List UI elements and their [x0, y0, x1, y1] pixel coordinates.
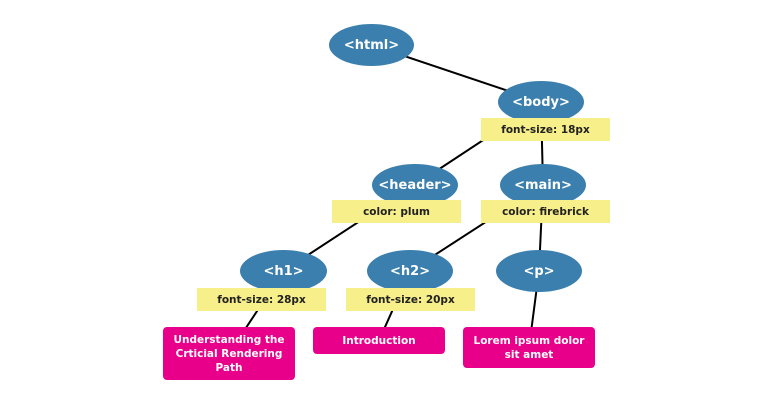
style-label-body: font-size: 18px — [481, 118, 610, 141]
node-h2: <h2> — [367, 250, 453, 292]
content-box-h1: Understanding the Crticial Rendering Pat… — [163, 327, 295, 380]
content-box-h2: Introduction — [313, 327, 445, 354]
style-label-h2: font-size: 20px — [346, 288, 475, 311]
style-label-header: color: plum — [332, 200, 461, 223]
node-body: <body> — [498, 81, 584, 123]
node-p: <p> — [496, 250, 582, 292]
node-h1: <h1> — [240, 250, 327, 292]
style-label-main: color: firebrick — [481, 200, 610, 223]
node-header: <header> — [372, 164, 458, 206]
node-main: <main> — [500, 164, 586, 206]
node-html: <html> — [329, 24, 414, 66]
content-box-p: Lorem ipsum dolor sit amet — [463, 327, 595, 368]
style-label-h1: font-size: 28px — [197, 288, 326, 311]
